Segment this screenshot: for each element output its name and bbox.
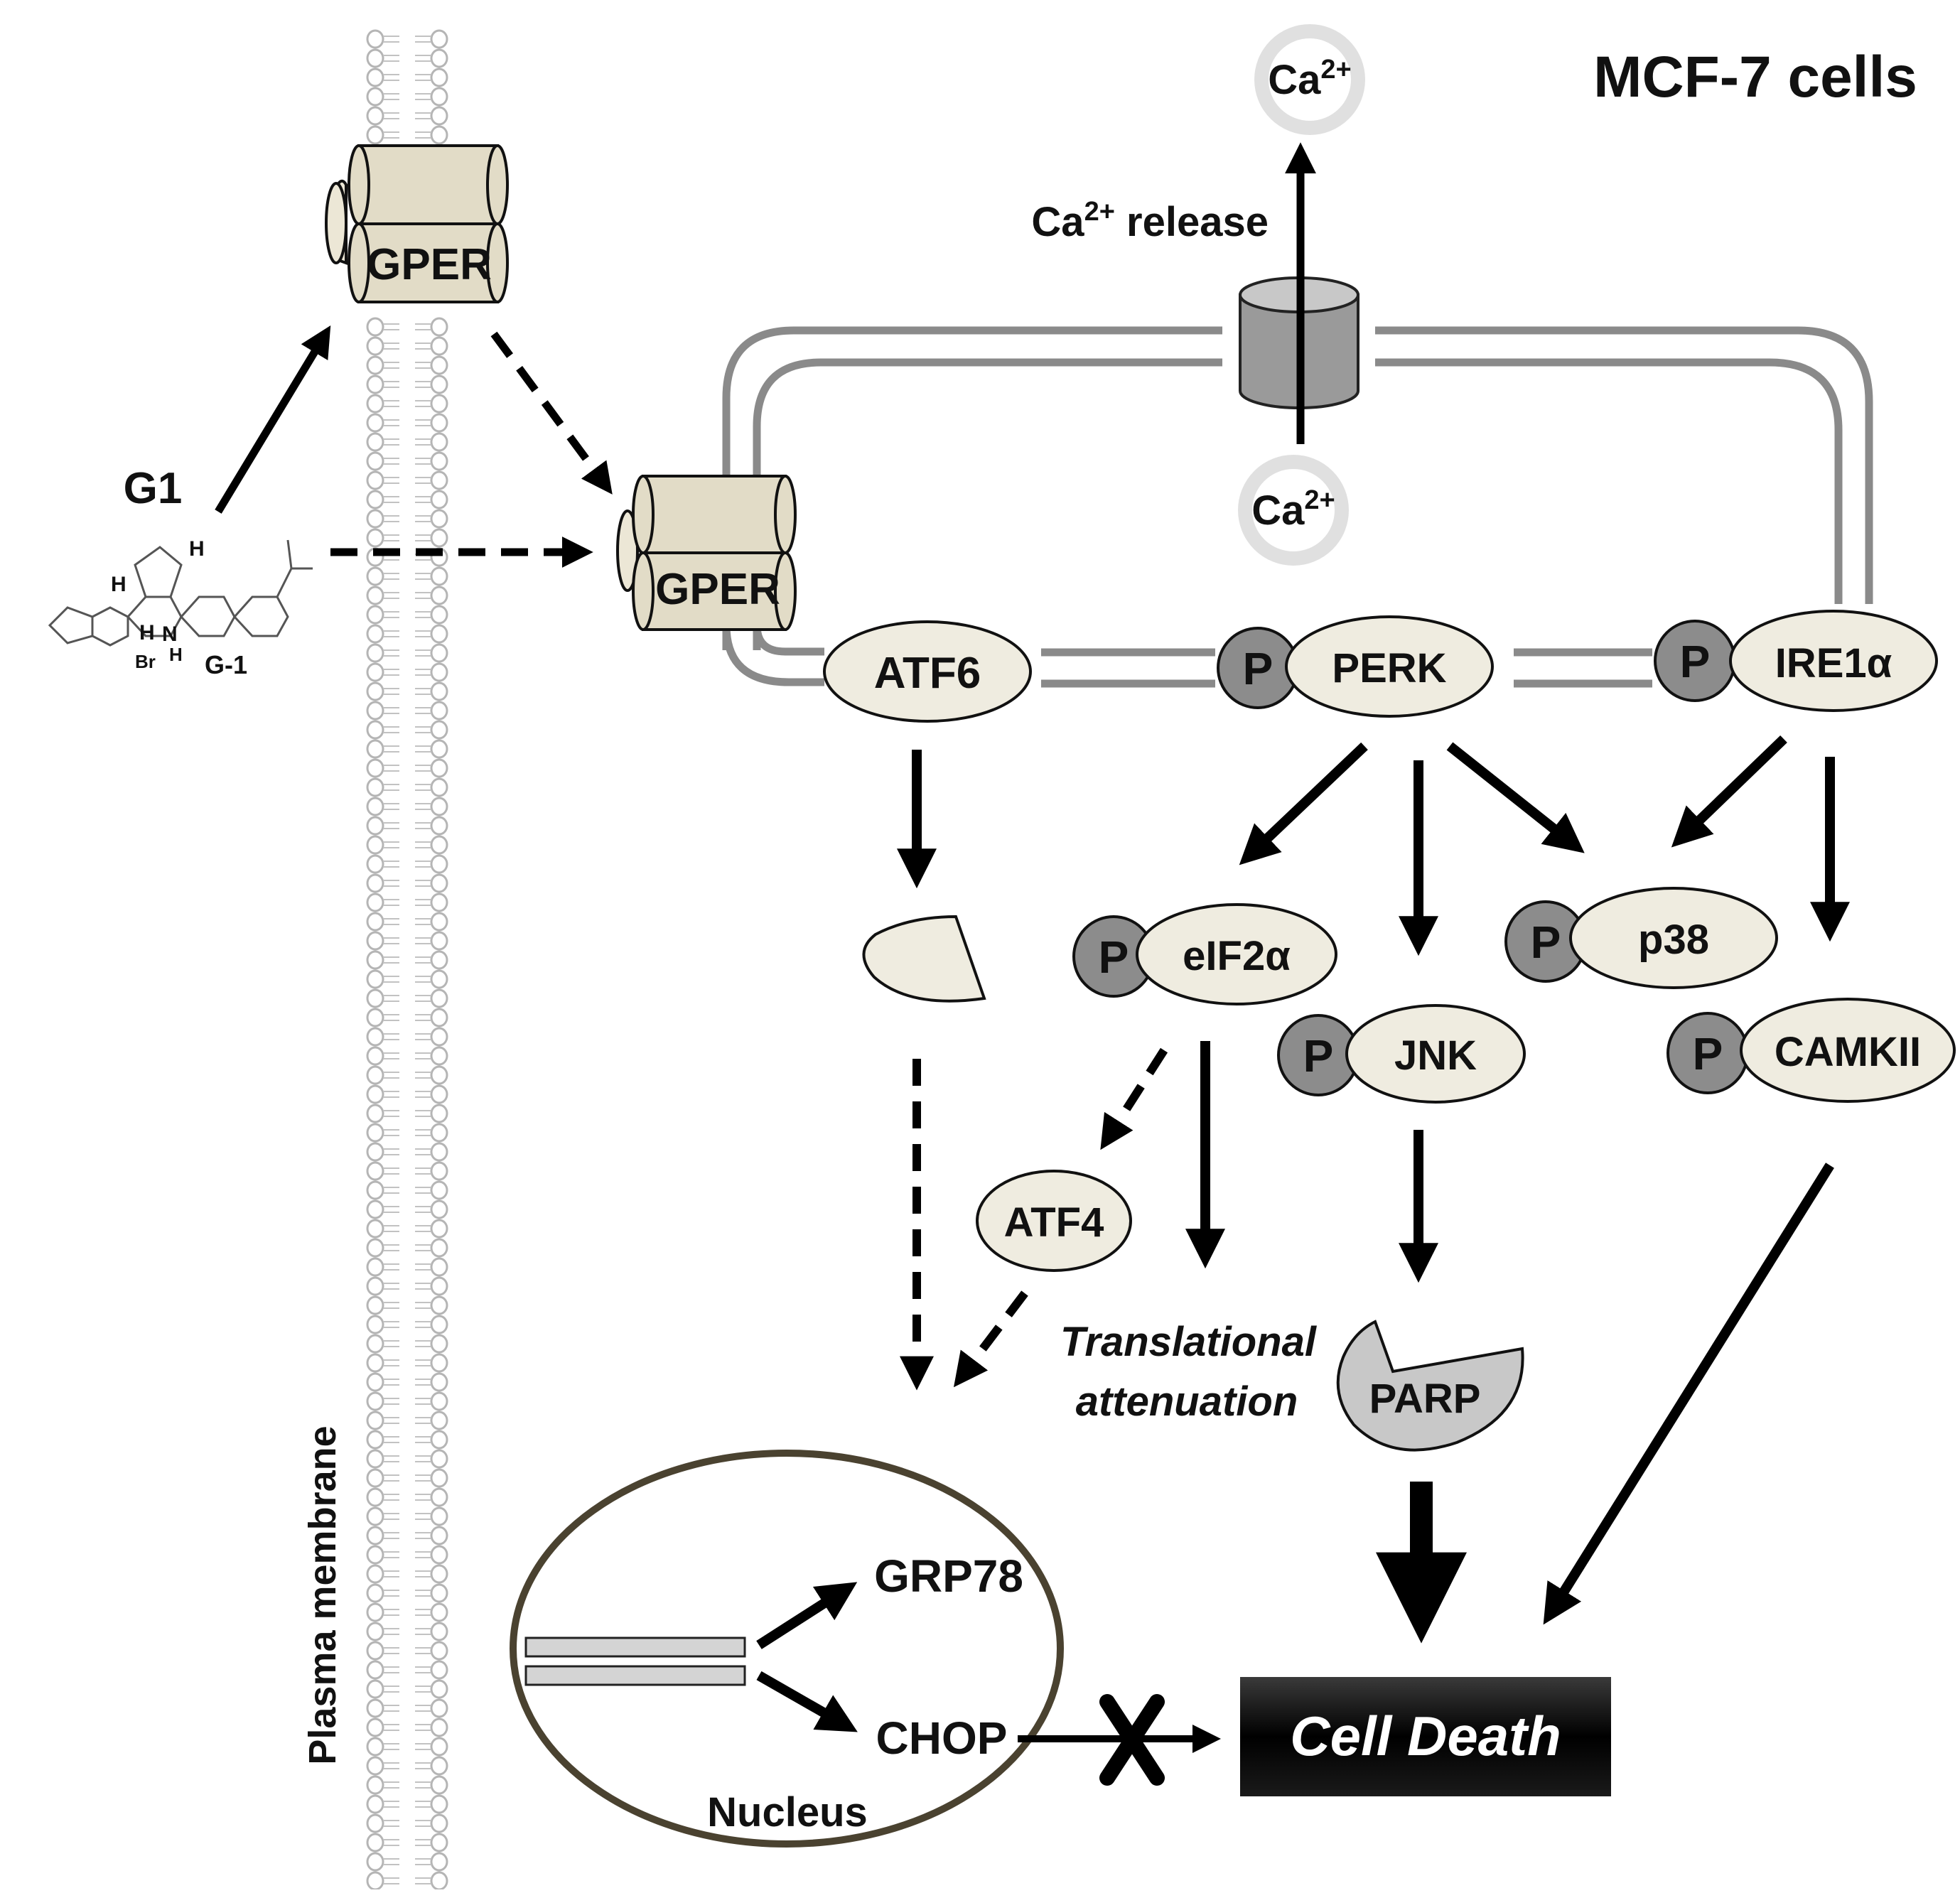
svg-text:IRE1α: IRE1α bbox=[1775, 640, 1892, 686]
svg-text:p38: p38 bbox=[1638, 917, 1709, 963]
g1-atom-h-3: H bbox=[139, 621, 155, 645]
atf4-node: ATF4 bbox=[976, 1170, 1132, 1272]
svg-text:Ca2+: Ca2+ bbox=[1268, 55, 1351, 103]
jnk-node: P JNK bbox=[1277, 1004, 1526, 1104]
camkii-node: P CAMKII bbox=[1666, 998, 1956, 1103]
perk-sensor: P PERK bbox=[1217, 615, 1494, 718]
arrow-ire1a-to-p38 bbox=[1671, 735, 1787, 848]
cell-death-box bbox=[1240, 1677, 1611, 1796]
jnk-phospho-label: P bbox=[1303, 1030, 1334, 1082]
calcium-outer: Ca2+ bbox=[1254, 24, 1365, 135]
arrow-atf4-to-nucleus bbox=[953, 1290, 1028, 1388]
grp78-label: GRP78 bbox=[874, 1550, 1023, 1602]
gper-er bbox=[616, 475, 797, 631]
svg-text:CAMKII: CAMKII bbox=[1775, 1029, 1921, 1075]
plasma-membrane-bilayer bbox=[366, 29, 448, 1891]
page-title: MCF-7 cells bbox=[1593, 45, 1917, 109]
svg-text:JNK: JNK bbox=[1394, 1032, 1477, 1079]
arrow-camkii-to-cell-death bbox=[1543, 1163, 1834, 1625]
translational-attenuation-line2: attenuation bbox=[1076, 1379, 1298, 1425]
perk-phospho-label: P bbox=[1243, 643, 1274, 694]
gper-surface-label: GPER bbox=[367, 240, 492, 289]
parp-node: PARP bbox=[1336, 1320, 1524, 1452]
gper-surface bbox=[325, 144, 509, 303]
chop-label: CHOP bbox=[876, 1713, 1008, 1764]
g1-atom-h-1: H bbox=[111, 573, 126, 596]
p38-phospho-label: P bbox=[1531, 917, 1561, 968]
dna-strands bbox=[524, 1636, 746, 1686]
arrow-dna-to-grp78 bbox=[756, 1582, 858, 1649]
arrow-perk-to-eif2a bbox=[1239, 742, 1368, 865]
svg-text:PARP: PARP bbox=[1369, 1376, 1481, 1422]
plasma-membrane-label: Plasma membrane bbox=[301, 1425, 344, 1764]
svg-text:ATF6: ATF6 bbox=[874, 649, 981, 698]
g1-atom-n: N bbox=[162, 622, 178, 646]
nucleus bbox=[510, 1450, 1064, 1848]
arrow-eif2a-to-atf4 bbox=[1100, 1047, 1168, 1150]
g1-atom-h-2: H bbox=[189, 537, 205, 561]
gper-er-label: GPER bbox=[655, 565, 780, 614]
arrow-g1-to-gper-surface bbox=[215, 325, 331, 514]
g1-atom-h-4: H bbox=[169, 644, 183, 665]
er-membrane bbox=[722, 326, 1873, 688]
nucleus-label: Nucleus bbox=[707, 1789, 868, 1835]
calcium-inner: Ca2+ bbox=[1238, 455, 1349, 566]
g1-chemical-structure bbox=[48, 539, 313, 647]
eif2a-node: P eIF2α bbox=[1072, 903, 1337, 1005]
arrow-perk-to-p38 bbox=[1446, 742, 1585, 853]
p38-node: P p38 bbox=[1504, 887, 1778, 989]
eif2a-phospho-label: P bbox=[1099, 932, 1129, 983]
g1-label: G1 bbox=[124, 464, 183, 513]
camkii-phospho-label: P bbox=[1693, 1028, 1723, 1079]
atf6-cleaved-fragment bbox=[862, 915, 986, 1003]
atf6-sensor: ATF6 bbox=[823, 620, 1032, 723]
arrow-gper-surface-to-er bbox=[490, 331, 613, 495]
arrow-dna-to-chop bbox=[756, 1671, 858, 1732]
cell-death-label: Cell Death bbox=[1290, 1705, 1561, 1767]
svg-text:eIF2α: eIF2α bbox=[1183, 933, 1291, 979]
translational-attenuation-line1: Translational bbox=[1060, 1319, 1318, 1365]
g1-structure-label: G-1 bbox=[205, 650, 247, 679]
calcium-release-label: Ca2+ release bbox=[1031, 197, 1269, 245]
inhibition-cross-mark bbox=[1099, 1694, 1165, 1786]
svg-text:Ca2+: Ca2+ bbox=[1251, 485, 1335, 534]
svg-text:PERK: PERK bbox=[1332, 645, 1446, 691]
ire1a-phospho-label: P bbox=[1680, 636, 1711, 687]
svg-text:ATF4: ATF4 bbox=[1004, 1199, 1104, 1246]
g1-atom-br: Br bbox=[135, 651, 156, 672]
ire1a-sensor: P IRE1α bbox=[1654, 610, 1938, 712]
